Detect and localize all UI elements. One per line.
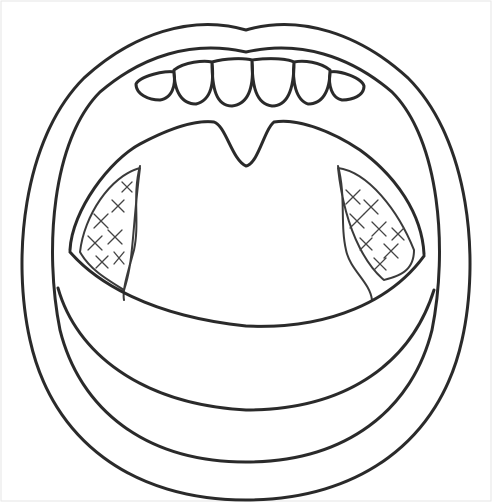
palate-uvula-outline (70, 121, 424, 254)
tooth-4 (252, 59, 294, 106)
tooth-5 (294, 61, 330, 104)
tooth-3 (212, 59, 252, 106)
right-pillar (338, 166, 372, 300)
right-tonsil (338, 168, 414, 280)
inner-lip-ring (53, 48, 440, 462)
right-tonsil-hatching (346, 190, 404, 270)
tooth-1 (136, 72, 174, 100)
left-tonsil-hatching (88, 182, 132, 268)
tooth-2 (174, 61, 213, 104)
tongue-lower-edge (58, 288, 434, 410)
tooth-6 (330, 72, 365, 100)
upper-teeth (136, 59, 364, 106)
